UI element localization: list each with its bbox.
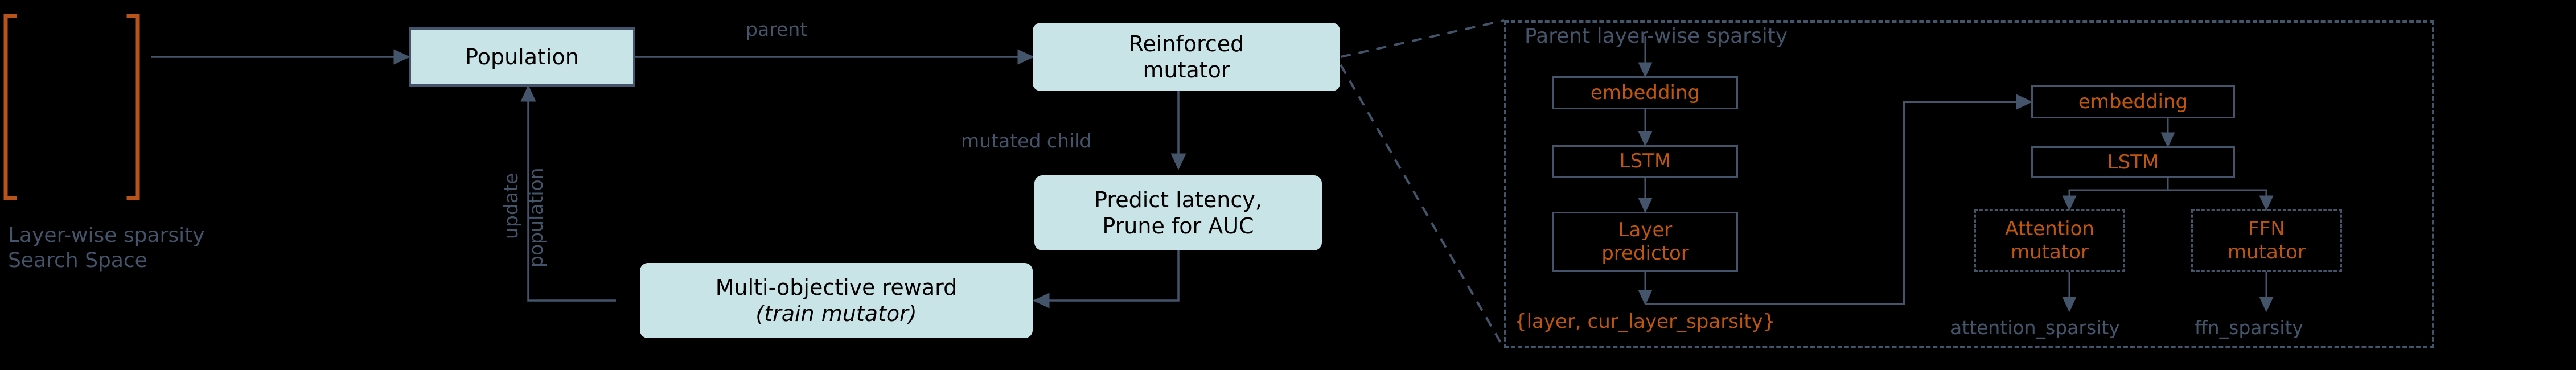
attention-sparsity-output-label: attention_sparsity — [1950, 316, 2120, 339]
embedding-box-right[interactable]: embedding — [2031, 85, 2235, 118]
search-space-label-line1: Layer-wise sparsity — [8, 224, 205, 247]
population-box[interactable]: Population — [409, 27, 635, 87]
lstm-box-left[interactable]: LSTM — [1552, 145, 1738, 178]
ffn-mutator-label-line2: mutator — [2228, 241, 2306, 264]
embedding-label-left: embedding — [1590, 81, 1700, 104]
reward-label-line2: (train mutator) — [755, 301, 917, 326]
detail-panel — [1504, 20, 2434, 348]
layer-predictor-label-line2: predictor — [1601, 242, 1689, 265]
predict-label-line2: Prune for AUC — [1102, 213, 1254, 239]
reward-label-line1: Multi-objective reward — [715, 274, 958, 300]
multi-objective-reward-box[interactable]: Multi-objective reward (train mutator) — [640, 263, 1033, 338]
ffn-sparsity-output-label: ffn_sparsity — [2195, 316, 2303, 339]
ffn-mutator-label-line1: FFN — [2248, 217, 2285, 241]
reinforced-mutator-box[interactable]: Reinforced mutator — [1033, 23, 1340, 91]
layer-predictor-box[interactable]: Layer predictor — [1552, 212, 1738, 272]
attention-mutator-box[interactable]: Attention mutator — [1974, 209, 2125, 272]
reinforced-mutator-label-line1: Reinforced — [1128, 31, 1244, 56]
predict-label-line1: Predict latency, — [1094, 187, 1262, 212]
search-space-bracket-right — [126, 14, 140, 200]
edge-label-population: population — [525, 167, 547, 268]
edge-label-update: update — [500, 172, 522, 239]
embedding-box-left[interactable]: embedding — [1552, 76, 1738, 109]
callout-line-top — [1340, 19, 1505, 58]
lstm-label-left: LSTM — [1619, 150, 1671, 173]
search-space-bracket-left — [3, 14, 17, 200]
predict-latency-box[interactable]: Predict latency, Prune for AUC — [1034, 175, 1322, 250]
attention-mutator-label-line2: mutator — [2011, 241, 2089, 264]
population-label: Population — [465, 44, 579, 69]
attention-mutator-label-line1: Attention — [2005, 217, 2094, 241]
callout-line-bottom — [1340, 64, 1505, 349]
reinforced-mutator-label-line2: mutator — [1143, 57, 1230, 83]
lstm-label-right: LSTM — [2107, 150, 2159, 174]
detail-panel-title: Parent layer-wise sparsity — [1525, 24, 1788, 48]
edge-label-parent: parent — [746, 18, 808, 40]
embedding-label-right: embedding — [2078, 90, 2188, 113]
layer-predictor-label-line1: Layer — [1618, 219, 1673, 242]
lstm-box-right[interactable]: LSTM — [2031, 146, 2235, 178]
search-space-label: Layer-wise sparsity Search Space — [8, 223, 205, 273]
edge-label-mutated-child: mutated child — [961, 130, 1092, 152]
search-space-label-line2: Search Space — [8, 248, 147, 272]
ffn-mutator-box[interactable]: FFN mutator — [2191, 209, 2342, 272]
edge-predict-to-reward — [1033, 250, 1180, 309]
layer-predictor-output-label: {layer, cur_layer_sparsity} — [1514, 310, 1776, 333]
